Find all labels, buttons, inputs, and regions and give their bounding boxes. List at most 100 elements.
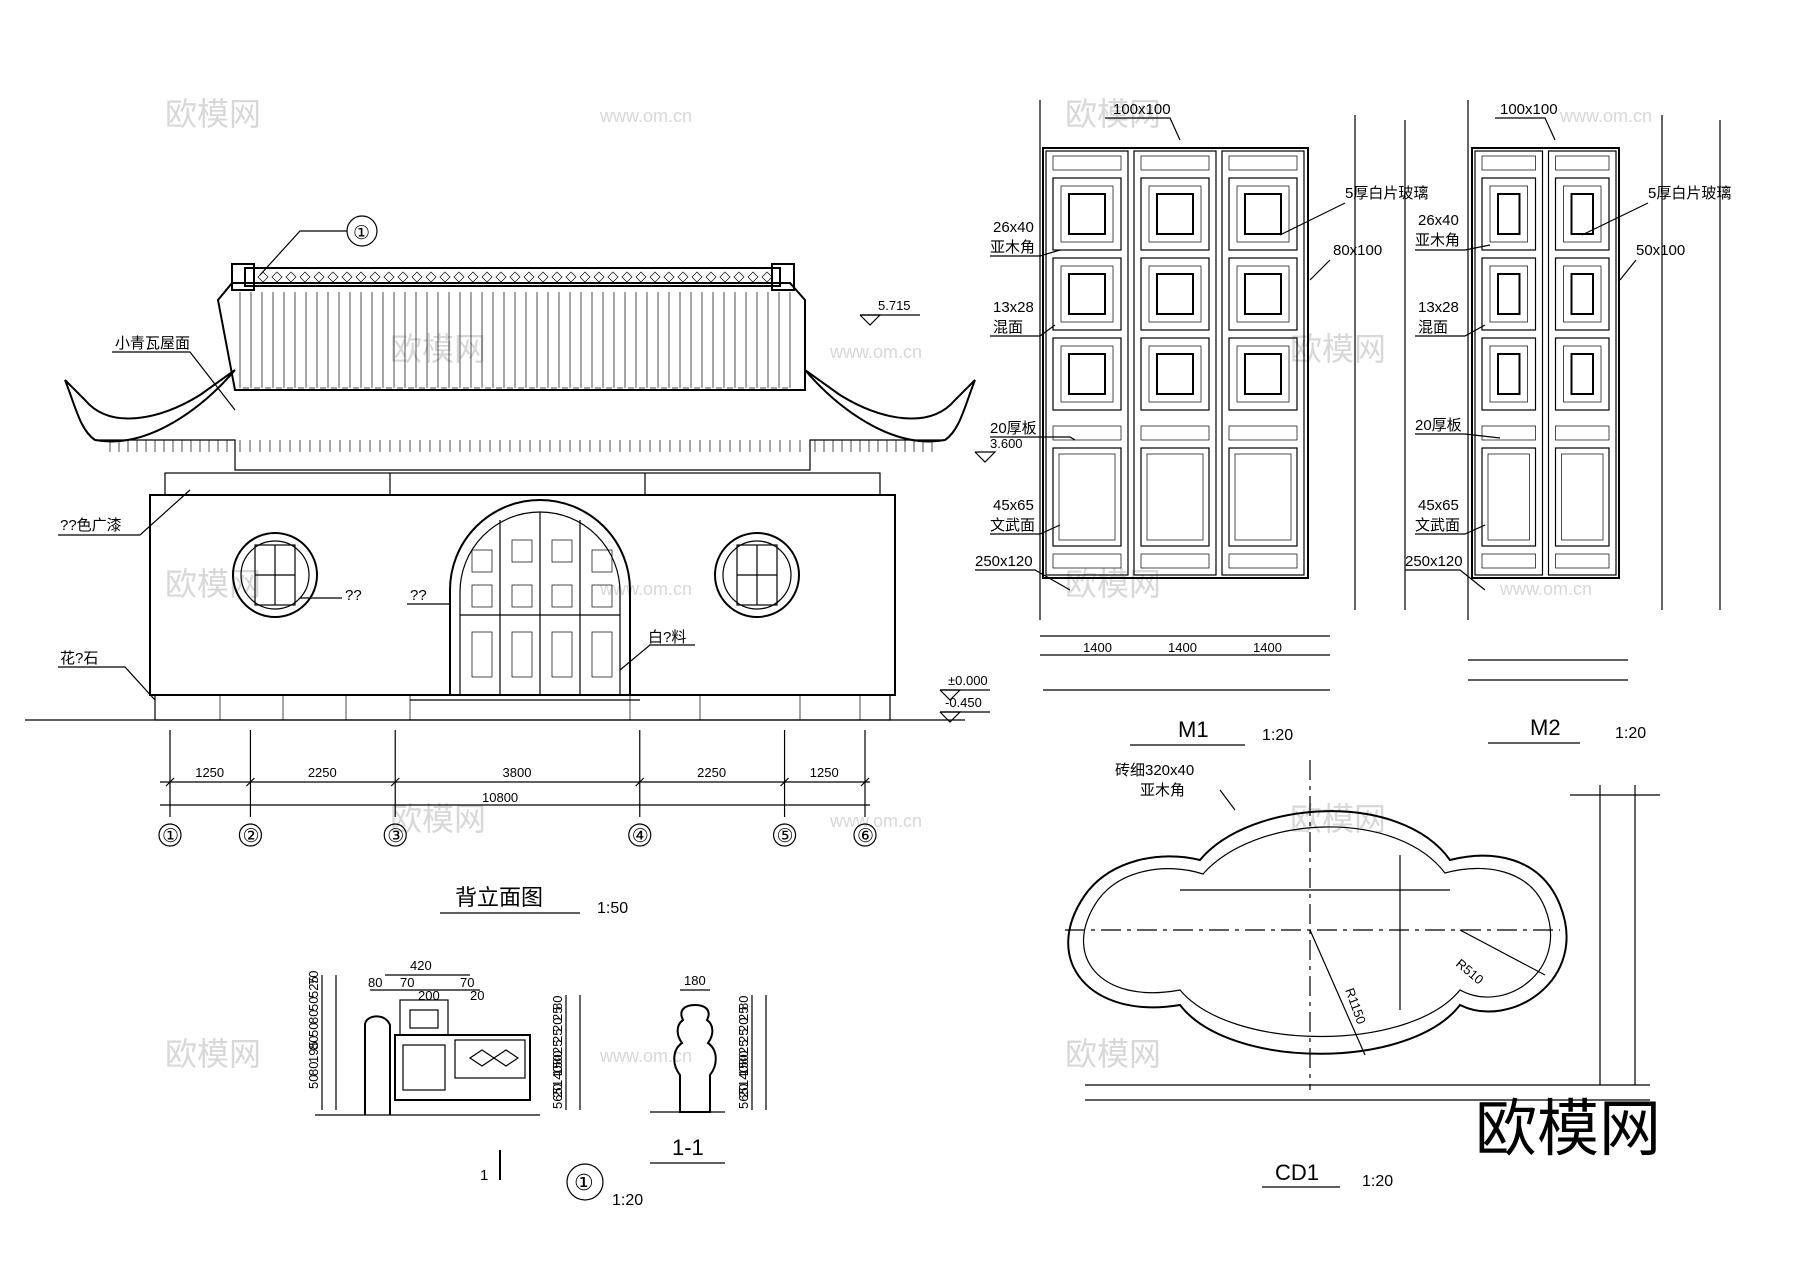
detail1-scale: 1:20 <box>612 1192 643 1209</box>
watermark-brand: 欧模网 <box>1065 96 1161 132</box>
vertical-dim: 80 <box>306 1036 321 1050</box>
roof-slope <box>216 282 806 391</box>
label-roof: 小青瓦屋面 <box>115 335 190 352</box>
cd1-label: 砖细320x40 <box>1115 762 1194 779</box>
m1-label: 100x100 <box>1113 101 1171 118</box>
vertical-dim: 80 <box>306 1062 321 1076</box>
eave-beam <box>164 472 881 496</box>
m2-label: 亚木角 <box>1415 232 1460 249</box>
detail1-dim-top: 20 <box>470 988 484 1003</box>
vertical-dim: 20 <box>550 1018 565 1032</box>
arched-door <box>449 499 631 695</box>
m1-dim: 1400 <box>1083 640 1112 655</box>
dim-total: 10800 <box>482 790 518 805</box>
vertical-dim: 140 <box>736 1065 751 1087</box>
vertical-dim: 80 <box>550 996 565 1010</box>
m2-label: 混面 <box>1418 319 1448 336</box>
m1-scale: 1:20 <box>1262 727 1293 744</box>
ridge-end-right <box>771 263 795 291</box>
elevation-scale: 1:50 <box>597 900 628 917</box>
watermark-url: www.om.cn <box>1499 579 1592 599</box>
vertical-dim: 80 <box>736 1051 751 1065</box>
m2-label: 50x100 <box>1636 242 1685 259</box>
vertical-dim: 150 <box>736 1054 751 1076</box>
axis-bubble <box>628 823 652 847</box>
axis-label: ⑥ <box>857 826 874 847</box>
m1-label: 5厚白片玻璃 <box>1345 185 1428 202</box>
vertical-dim: 80 <box>550 1051 565 1065</box>
level-floor: ±0.000 <box>939 673 990 701</box>
detail1-marker: 1 <box>480 1167 488 1184</box>
elevation-callout: ① <box>353 223 370 244</box>
watermark-url: www.om.cn <box>1559 106 1652 126</box>
level-ground: -0.450 <box>939 695 990 723</box>
axis-label: ② <box>242 826 259 847</box>
dim-segment: 2250 <box>308 765 337 780</box>
m2-label: 5厚白片玻璃 <box>1648 185 1731 202</box>
watermark-url: www.om.cn <box>599 579 692 599</box>
watermark-url: www.om.cn <box>599 1046 692 1066</box>
ridge-ornament <box>257 271 773 283</box>
axis-bubble <box>772 823 797 847</box>
vertical-dim: 70 <box>306 971 321 985</box>
roof-ridge <box>244 267 781 287</box>
m1-title: M1 <box>1178 717 1209 742</box>
watermark-brand: 欧模网 <box>390 801 486 837</box>
wall <box>149 494 896 696</box>
axis-label: ③ <box>387 826 404 847</box>
vertical-dim: 25 <box>736 1029 751 1043</box>
m2-label: 250x120 <box>1405 553 1463 570</box>
m1-dim: 1400 <box>1253 640 1282 655</box>
watermark-brand: 欧模网 <box>1065 1036 1161 1072</box>
watermark-brand: 欧模网 <box>1290 331 1386 367</box>
watermark-logo: 欧模网 <box>1475 1095 1661 1164</box>
level-ground-value: -0.450 <box>945 695 982 710</box>
m1-label: 亚木角 <box>990 239 1035 256</box>
m1-label: 13x28 <box>993 299 1034 316</box>
cd1-scale: 1:20 <box>1362 1173 1393 1190</box>
m2-title: M2 <box>1530 715 1561 740</box>
plinth-joints <box>219 695 861 720</box>
vertical-dim: 150 <box>550 1054 565 1076</box>
opening-cd1: R510 R1150 砖细320x40 亚木角 CD1 1:20 <box>1065 760 1660 1190</box>
label-material: 白?料 <box>648 629 686 646</box>
axis-bubble <box>238 823 263 847</box>
vertical-dim: 25 <box>736 1040 751 1054</box>
m2-scale: 1:20 <box>1615 725 1646 742</box>
detail1-dim-top: 200 <box>418 988 440 1003</box>
vertical-dim: 25 <box>550 1029 565 1043</box>
m2-label: 100x100 <box>1500 101 1558 118</box>
watermark-brand: 欧模网 <box>165 96 261 132</box>
watermarks: 欧模网 www.om.cn 欧模网 www.om.cn 欧模网 www.om.c… <box>165 96 1661 1164</box>
dim-segment: 1250 <box>810 765 839 780</box>
ridge-end-left <box>231 263 255 291</box>
level-ridge-value: 5.715 <box>878 298 911 313</box>
axis-bubble <box>383 823 407 847</box>
m1-level-eave: 3.600 <box>990 436 1023 451</box>
detail1-dim-top: 80 <box>368 975 382 990</box>
watermark-url: www.om.cn <box>599 106 692 126</box>
roof-tiles <box>239 292 791 389</box>
watermark-brand: 欧模网 <box>1065 566 1161 602</box>
label-door: ?? <box>410 587 427 604</box>
vertical-dim: 565 <box>736 1087 751 1109</box>
vertical-dim: 565 <box>550 1087 565 1109</box>
dim-segment: 2250 <box>697 765 726 780</box>
vertical-dim: 195 <box>306 1041 321 1063</box>
m1-label: 45x65 <box>993 497 1034 514</box>
detail-1: 420 80 70 70 200 20 70525508050801958050… <box>306 958 643 1209</box>
level-ridge: 5.715 <box>859 298 920 326</box>
axis-bubble <box>853 823 877 847</box>
detail1-dim-top: 70 <box>460 975 474 990</box>
vertical-dim: 50 <box>306 997 321 1011</box>
door-m1: 100x100 5厚白片玻璃 26x40 亚木角 80x100 13x28 混面… <box>974 100 1428 746</box>
stone-plinth <box>154 694 891 721</box>
back-elevation: ① 小青瓦屋面 ??色广漆 ?? ?? 白?料 花?石 5.715 ±0.000… <box>25 215 990 917</box>
vertical-dim: 50 <box>306 1075 321 1089</box>
section-width: 180 <box>684 973 706 988</box>
detail1-callout: ① <box>574 1170 594 1195</box>
m2-label: 45x65 <box>1418 497 1459 514</box>
vertical-dim: 80 <box>306 1010 321 1024</box>
